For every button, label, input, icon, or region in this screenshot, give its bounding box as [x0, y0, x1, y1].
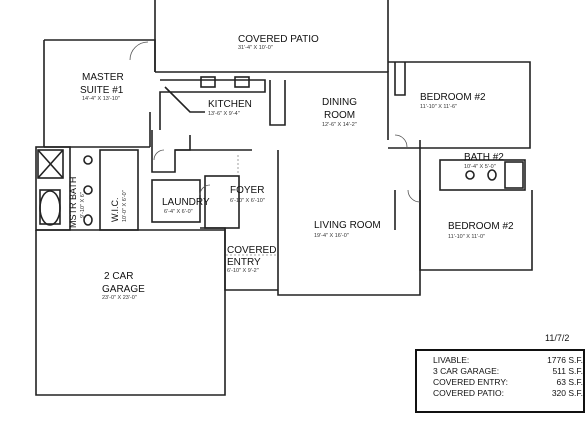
walls: [35, 0, 533, 396]
covered-entry-dim: 6'-10" X 9'-2": [227, 268, 259, 274]
garage-label-1: 2 CAR: [104, 271, 133, 282]
wic-label: W.I.C.: [110, 198, 120, 223]
door-swing: [153, 149, 165, 161]
master-suite-dim: 14'-4" X 13'-10": [82, 96, 120, 102]
covered-patio-label: COVERED PATIO: [238, 34, 319, 45]
bath2-dim: 10'-4" X 5'-0": [464, 164, 496, 170]
door-swing: [129, 41, 149, 61]
laundry-dim: 6'-4" X 6'-0": [164, 209, 193, 215]
dining-label-1: DINING: [322, 97, 357, 108]
bath2-walls: [439, 159, 526, 191]
kitchen-sink: [234, 76, 250, 88]
bath2-sink: [465, 170, 475, 180]
bedroom-top-dim: 11'-10" X 11'-6": [420, 104, 457, 110]
kitchen-pantry-wall: [164, 86, 205, 113]
bedroom-top-label: BEDROOM #2: [420, 92, 486, 103]
master-suite-top-wall: [44, 39, 156, 72]
master-suite-label-2: SUITE #1: [80, 85, 124, 96]
summary-row: 3 CAR GARAGE: 511 S.F.: [433, 366, 583, 377]
plan-date: 11/7/2: [545, 333, 570, 343]
living-room-dim: 19'-4" X 16'-0": [314, 233, 349, 239]
bath2-label: BATH #2: [464, 152, 504, 163]
summary-label: 3 CAR GARAGE:: [433, 366, 500, 376]
wic-dim: 10'-0" X 6'-0": [122, 190, 128, 222]
mstr-bath-label: MSTR BATH: [68, 177, 78, 228]
garage-dim: 23'-0" X 23'-0": [102, 295, 137, 301]
covered-entry-label-1: COVERED: [227, 245, 276, 256]
kitchen-range: [200, 76, 216, 88]
kitchen-dim: 13'-6" X 9'-4": [208, 111, 240, 117]
summary-label: COVERED ENTRY:: [433, 377, 508, 387]
kitchen-label: KITCHEN: [208, 99, 252, 110]
dining-dim: 12'-6" X 14'-2": [322, 122, 357, 128]
door-swing: [407, 189, 421, 203]
summary-value: 320 S.F.: [551, 388, 583, 398]
summary-row: COVERED ENTRY: 63 S.F.: [433, 377, 583, 388]
summary-row: LIVABLE: 1776 S.F.: [433, 355, 583, 366]
summary-label: COVERED PATIO:: [433, 388, 505, 398]
bathtub: [39, 190, 61, 226]
summary-value: 1776 S.F.: [547, 355, 583, 365]
sink-1: [83, 155, 93, 165]
foyer-label: FOYER: [230, 185, 264, 196]
mstr-bath-dim: 9'-10" X 6": [80, 192, 86, 218]
bedroom-top-walls: [388, 61, 531, 149]
bedroom-bottom-label: BEDROOM #2: [448, 221, 514, 232]
summary-row: COVERED PATIO: 320 S.F.: [433, 388, 583, 399]
foyer-dim: 6'-10" X 6'-10": [230, 198, 265, 204]
bath2-toilet: [487, 169, 497, 181]
area-summary-table: LIVABLE: 1776 S.F. 3 CAR GARAGE: 511 S.F…: [415, 349, 585, 413]
bedroom-bottom-dim: 11'-10" X 11'-0": [448, 234, 485, 240]
covered-patio-dim: 31'-4" X 10'-0": [238, 45, 273, 51]
garage-label-2: GARAGE: [102, 284, 145, 295]
bath2-tub: [504, 161, 524, 189]
toilet: [83, 214, 93, 226]
shower: [37, 149, 64, 179]
dining-label-2: ROOM: [324, 110, 355, 121]
summary-value: 63 S.F.: [556, 377, 583, 387]
master-suite-label-1: MASTER: [82, 72, 124, 83]
bathtub-surround: [39, 189, 61, 225]
laundry-walls: [151, 179, 201, 223]
bedroom-bottom-walls: [419, 190, 533, 271]
living-room-label: LIVING ROOM: [314, 220, 381, 231]
kitchen-wall: [151, 130, 191, 173]
door-swing: [199, 184, 211, 196]
dining-island: [269, 80, 286, 126]
door-swing: [394, 134, 408, 148]
covered-entry-label-2: ENTRY: [227, 257, 261, 268]
sink-2: [83, 185, 93, 195]
summary-label: LIVABLE:: [433, 355, 470, 365]
summary-value: 511 S.F.: [552, 366, 583, 376]
laundry-label: LAUNDRY: [162, 197, 210, 208]
main-back-wall: [155, 71, 389, 140]
dashed-lines: [226, 155, 278, 256]
living-room-walls: [277, 140, 421, 296]
bedroom-top-closet: [394, 62, 406, 96]
shower-cross-b: [37, 149, 64, 179]
kitchen-counter: [159, 79, 266, 130]
door-swings: [129, 41, 421, 203]
garage-walls: [35, 229, 226, 396]
